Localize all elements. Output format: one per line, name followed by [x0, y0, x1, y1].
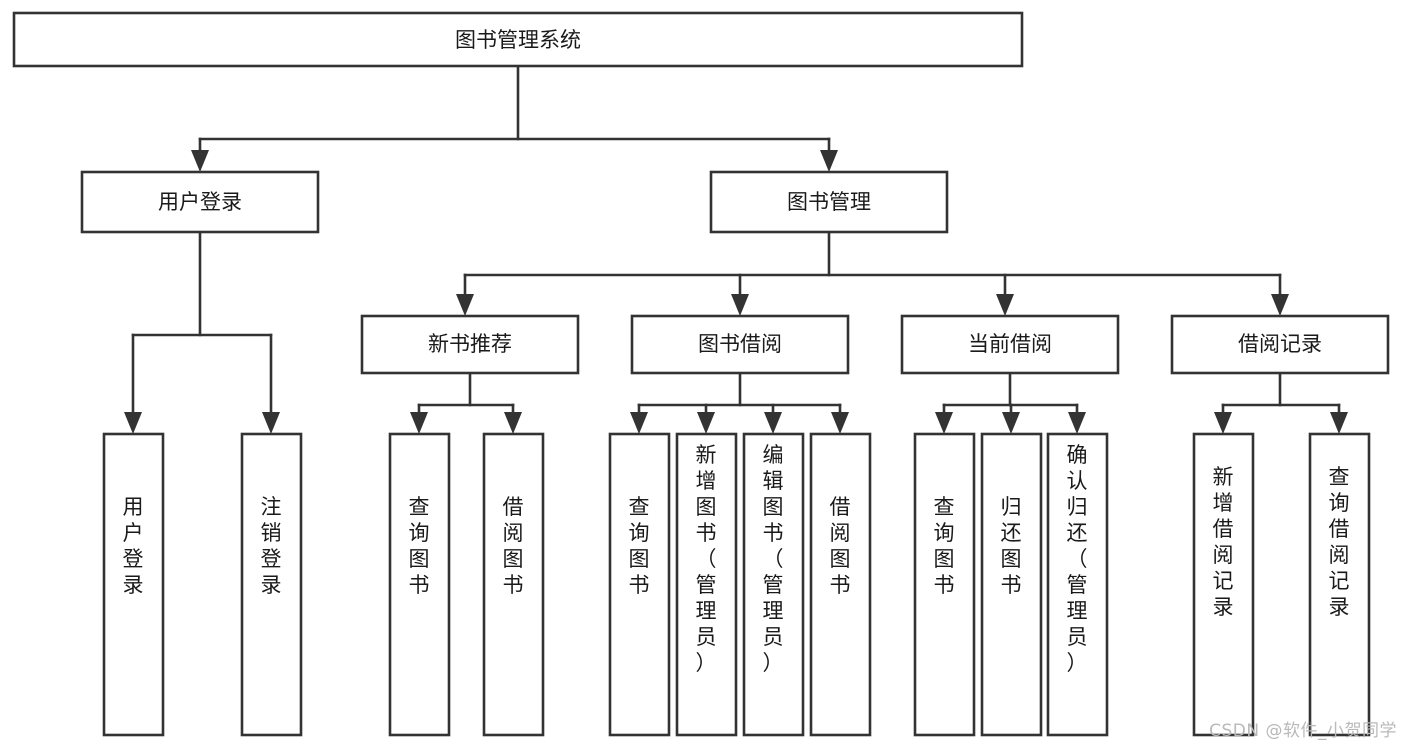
node-current-borrow[interactable]: 当前借阅 — [900, 314, 1120, 375]
node-book-management[interactable]: 图书管理 — [709, 170, 949, 234]
node-leaf-borrow-book-1-label: 借阅图书 — [503, 495, 524, 597]
node-leaf-query-record-box[interactable] — [1308, 432, 1371, 737]
node-book-borrow[interactable]: 图书借阅 — [630, 314, 850, 375]
node-leaf-edit-book[interactable]: 编辑图书（管理员） — [742, 432, 805, 737]
node-leaf-borrow-book-2[interactable]: 借阅图书 — [809, 432, 872, 737]
node-leaf-logout[interactable]: 注销登录 — [240, 432, 303, 737]
node-new-book-recommend[interactable]: 新书推荐 — [360, 314, 580, 375]
node-book-management-box[interactable] — [709, 170, 949, 234]
node-leaf-borrow-book-1-box[interactable] — [482, 432, 545, 737]
node-leaf-add-record-box[interactable] — [1192, 432, 1255, 737]
node-leaf-user-login[interactable]: 用户登录 — [102, 432, 165, 737]
arrow-head-leaf-borrow-book-2 — [831, 412, 849, 434]
arrow-head-book-borrow — [731, 294, 749, 316]
arrow-head-user-login — [191, 150, 209, 172]
node-leaf-query-record[interactable]: 查询借阅记录 — [1308, 432, 1371, 737]
node-leaf-add-book-box[interactable] — [675, 432, 738, 737]
node-leaf-query-book-2-label: 查询图书 — [629, 495, 650, 597]
node-leaf-logout-box[interactable] — [240, 432, 303, 737]
node-leaf-return-book-box[interactable] — [980, 432, 1043, 737]
node-root[interactable]: 图书管理系统 — [12, 11, 1024, 68]
node-book-management-label: 图书管理 — [787, 190, 871, 214]
arrow-head-current-borrow — [996, 294, 1014, 316]
node-leaf-query-book-3-box[interactable] — [913, 432, 976, 737]
node-user-login[interactable]: 用户登录 — [80, 170, 320, 234]
node-leaf-query-record-label: 查询借阅记录 — [1329, 465, 1350, 619]
node-leaf-query-book-3[interactable]: 查询图书 — [913, 432, 976, 737]
node-user-login-label: 用户登录 — [158, 190, 242, 214]
node-current-borrow-label: 当前借阅 — [968, 332, 1052, 356]
connectors-group — [124, 64, 1348, 434]
arrow-head-leaf-return-book — [1002, 412, 1020, 434]
node-leaf-user-login-box[interactable] — [102, 432, 165, 737]
node-leaf-query-book-2-box[interactable] — [608, 432, 671, 737]
arrow-head-borrow-record — [1271, 294, 1289, 316]
node-leaf-edit-book-box[interactable] — [742, 432, 805, 737]
node-leaf-query-book-1-label: 查询图书 — [409, 495, 430, 597]
node-leaf-confirm-return-box[interactable] — [1046, 432, 1109, 737]
node-new-book-recommend-label: 新书推荐 — [428, 332, 512, 356]
arrow-head-book-management — [820, 150, 838, 172]
node-borrow-record[interactable]: 借阅记录 — [1170, 314, 1390, 375]
node-user-login-box[interactable] — [80, 170, 320, 234]
arrow-head-leaf-add-record — [1214, 412, 1232, 434]
arrow-head-leaf-confirm-return — [1068, 412, 1086, 434]
node-borrow-record-label: 借阅记录 — [1238, 332, 1322, 356]
arrow-head-leaf-edit-book — [764, 412, 782, 434]
arrow-head-leaf-query-record — [1330, 412, 1348, 434]
node-leaf-query-book-2[interactable]: 查询图书 — [608, 432, 671, 737]
arrow-head-leaf-borrow-book-1 — [504, 412, 522, 434]
node-leaf-logout-label: 注销登录 — [261, 495, 282, 597]
node-leaf-add-book-label: 新增图书（管理员） — [696, 443, 717, 675]
node-leaf-return-book-label: 归还图书 — [1001, 495, 1022, 597]
arrow-head-new-book-recommend — [456, 294, 474, 316]
arrow-head-leaf-query-book-2 — [630, 412, 648, 434]
node-leaf-borrow-book-2-label: 借阅图书 — [830, 495, 851, 597]
node-leaf-return-book[interactable]: 归还图书 — [980, 432, 1043, 737]
arrow-head-leaf-add-book — [697, 412, 715, 434]
node-book-borrow-label: 图书借阅 — [698, 332, 782, 356]
node-current-borrow-box[interactable] — [900, 314, 1120, 375]
node-leaf-query-book-1[interactable]: 查询图书 — [388, 432, 451, 737]
arrow-head-leaf-query-book-1 — [410, 412, 428, 434]
arrow-head-leaf-logout — [262, 412, 280, 434]
node-leaf-confirm-return-label: 确认归还（管理员） — [1067, 443, 1088, 675]
node-book-borrow-box[interactable] — [630, 314, 850, 375]
node-leaf-borrow-book-1[interactable]: 借阅图书 — [482, 432, 545, 737]
arrow-head-leaf-query-book-3 — [935, 412, 953, 434]
node-leaf-query-book-1-box[interactable] — [388, 432, 451, 737]
node-root-box[interactable] — [12, 11, 1024, 68]
arrow-head-leaf-user-login — [124, 412, 142, 434]
node-borrow-record-box[interactable] — [1170, 314, 1390, 375]
node-leaf-edit-book-label: 编辑图书（管理员） — [763, 443, 784, 675]
node-leaf-query-book-3-label: 查询图书 — [934, 495, 955, 597]
node-root-label: 图书管理系统 — [455, 28, 581, 52]
node-new-book-recommend-box[interactable] — [360, 314, 580, 375]
node-leaf-add-book[interactable]: 新增图书（管理员） — [675, 432, 738, 737]
node-leaf-add-record-label: 新增借阅记录 — [1213, 465, 1234, 619]
node-leaf-add-record[interactable]: 新增借阅记录 — [1192, 432, 1255, 737]
node-leaf-borrow-book-2-box[interactable] — [809, 432, 872, 737]
node-leaf-user-login-label: 用户登录 — [123, 495, 144, 597]
node-leaf-confirm-return[interactable]: 确认归还（管理员） — [1046, 432, 1109, 737]
